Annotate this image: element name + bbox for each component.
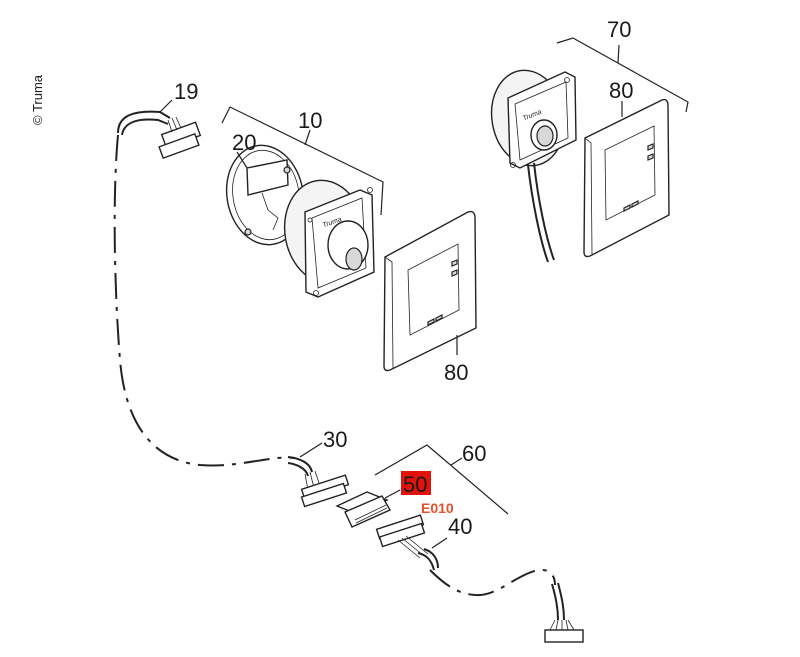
part-40-cable-connector[interactable] [375, 514, 439, 571]
part-label-80-left[interactable]: 80 [444, 360, 468, 385]
part-label-19[interactable]: 19 [174, 79, 198, 104]
group-10-bracket [221, 106, 384, 216]
part-70-control-unit[interactable]: Truma [484, 64, 577, 263]
group-70-bracket [556, 37, 689, 113]
part-50-highlight-box [401, 471, 431, 495]
error-code-label[interactable]: E010 [421, 500, 454, 516]
leader-50 [384, 489, 401, 499]
part-10-control-unit[interactable]: Truma [277, 174, 375, 298]
part-19-cable-connector[interactable] [117, 110, 202, 160]
part-80-frame-left[interactable] [383, 210, 477, 372]
leader-19 [159, 99, 173, 113]
cable-40-to-end [429, 568, 556, 597]
leader-30 [299, 442, 323, 458]
copyright-text: © Truma [30, 74, 45, 125]
leader-40 [431, 537, 448, 549]
part-50-adapter[interactable] [335, 491, 391, 528]
group-60-bracket [374, 444, 509, 515]
part-label-20[interactable]: 20 [232, 130, 256, 155]
part-label-60[interactable]: 60 [462, 441, 486, 466]
end-connector[interactable] [544, 582, 584, 643]
leader-20 [236, 151, 248, 169]
part-80-frame-right[interactable] [583, 98, 670, 258]
part-label-80-right[interactable]: 80 [609, 78, 633, 103]
part-label-50[interactable]: 50 [403, 472, 427, 497]
part-label-40[interactable]: 40 [448, 514, 472, 539]
part-label-70[interactable]: 70 [607, 17, 631, 42]
part-30-cable-connector[interactable] [287, 456, 350, 508]
part-label-10[interactable]: 10 [298, 108, 322, 133]
part-label-30[interactable]: 30 [323, 427, 347, 452]
